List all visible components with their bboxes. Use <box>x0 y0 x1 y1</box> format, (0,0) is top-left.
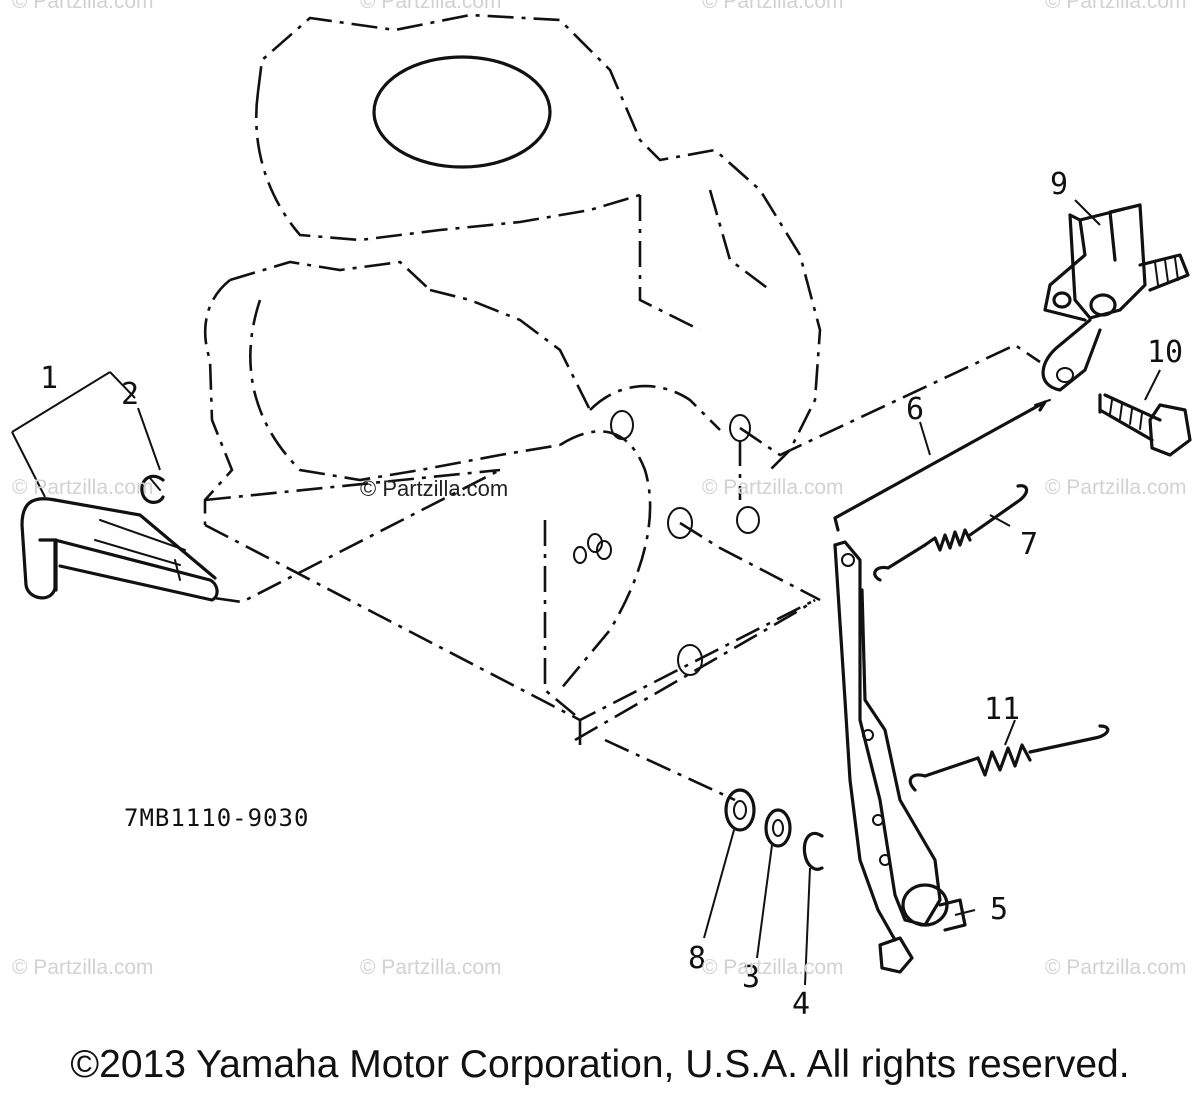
callout-10: 10 <box>1147 335 1184 370</box>
watermark: © Partzilla.com <box>12 476 154 499</box>
callout-9: 9 <box>1050 167 1069 202</box>
watermark: © Partzilla.com <box>1045 956 1187 979</box>
callout-7: 7 <box>1020 527 1039 562</box>
part-11-spring <box>908 724 1110 792</box>
part-9-bracket <box>1041 203 1190 392</box>
callout-leaders <box>11 199 1161 986</box>
watermark: © Partzilla.com <box>702 0 844 13</box>
callout-2: 2 <box>121 377 140 412</box>
watermark: © Partzilla.com <box>702 956 844 979</box>
watermark: © Partzilla.com <box>702 476 844 499</box>
callout-6: 6 <box>906 392 925 427</box>
callout-1: 1 <box>40 361 59 396</box>
callout-11: 11 <box>984 692 1021 727</box>
part-2-clip <box>140 474 165 504</box>
callout-8: 8 <box>688 941 707 976</box>
callout-4: 4 <box>792 987 811 1022</box>
engine-block-outline <box>203 13 822 745</box>
part-3-washer <box>764 808 792 848</box>
watermark: © Partzilla.com <box>1045 0 1187 13</box>
part-4-clip <box>802 831 824 871</box>
part-8-washer <box>724 788 756 832</box>
callout-3: 3 <box>742 960 761 995</box>
part-10-bolt <box>1098 393 1192 457</box>
watermark: © Partzilla.com <box>360 476 509 501</box>
callout-5: 5 <box>990 892 1009 927</box>
watermark: © Partzilla.com <box>360 0 502 13</box>
diagram-code: 7MB1110-9030 <box>124 804 310 832</box>
watermark: © Partzilla.com <box>1045 476 1187 499</box>
assembly-leader-lines <box>213 343 1041 802</box>
part-6-rod <box>833 399 1051 532</box>
lever-arm <box>833 540 967 974</box>
watermark: © Partzilla.com <box>12 956 154 979</box>
watermark: © Partzilla.com <box>12 0 154 13</box>
part-7-spring <box>873 484 1029 582</box>
copyright-notice: ©2013 Yamaha Motor Corporation, U.S.A. A… <box>70 1043 1130 1086</box>
watermark: © Partzilla.com <box>360 956 502 979</box>
part-1-shaft <box>20 497 219 602</box>
